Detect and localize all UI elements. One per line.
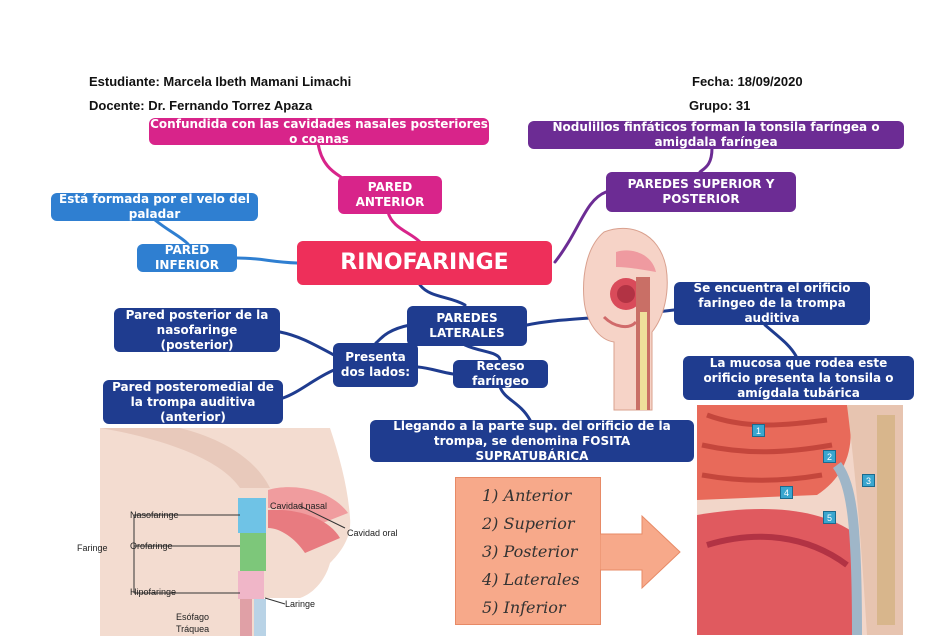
- list-item: 3) Posterior: [482, 542, 578, 561]
- teacher-name: Docente: Dr. Fernando Torrez Apaza: [89, 98, 313, 113]
- head-section-illustration: [583, 227, 668, 411]
- receso-faringeo: Receso faríngeo: [453, 359, 548, 388]
- label-faringe: Faringe: [77, 543, 108, 553]
- mucosa-note: La mucosa que rodea este orificio presen…: [683, 356, 914, 400]
- pared-anterior: PARED ANTERIOR: [338, 176, 442, 214]
- label-hipofaringe: Hipofaringe: [130, 587, 177, 597]
- figure-tag: 5: [823, 511, 836, 524]
- walls-list: 1) Anterior 2) Superior 3) Posterior 4) …: [455, 477, 601, 625]
- label-cavidad-nasal: Cavidad nasal: [270, 501, 328, 511]
- label-esofago: Esófago: [176, 612, 210, 622]
- figure-tag: 2: [823, 450, 836, 463]
- central-topic: RINOFARINGE: [297, 241, 552, 285]
- pared-inferior: PARED INFERIOR: [137, 243, 237, 272]
- anterior-note: Confundida con las cavidades nasales pos…: [149, 116, 489, 146]
- figure-tag: 4: [780, 486, 793, 499]
- sagittal-nasopharynx-figure: [697, 405, 903, 635]
- figure-tag: 3: [862, 474, 875, 487]
- list-item: 2) Superior: [482, 514, 575, 533]
- label-orofaringe: Orofaringe: [130, 541, 173, 551]
- label-traquea: Tráquea: [176, 624, 210, 634]
- label-cavidad-oral: Cavidad oral: [347, 528, 398, 538]
- pared-posterior-lado: Pared posterior de la nasofaringe (poste…: [114, 308, 280, 352]
- list-item: 4) Laterales: [482, 570, 580, 589]
- date: Fecha: 18/09/2020: [692, 74, 803, 89]
- orificio-faringeo-note: Se encuentra el orificio faringeo de la …: [674, 281, 870, 325]
- student-name: Estudiante: Marcela Ibeth Mamani Limachi: [89, 74, 352, 89]
- arrow-right-icon: [600, 514, 681, 590]
- inferior-note: Está formada por el velo del paladar: [51, 192, 258, 221]
- pharynx-regions-figure: [100, 428, 351, 636]
- pared-posteromedial-lado: Pared posteromedial de la trompa auditiv…: [103, 380, 283, 424]
- presenta-dos-lados: Presenta dos lados:: [333, 343, 418, 387]
- paredes-laterales: PAREDES LATERALES: [407, 306, 527, 346]
- receso-note: Llegando a la parte sup. del orificio de…: [370, 419, 694, 463]
- label-laringe: Laringe: [285, 599, 316, 609]
- paredes-superior-posterior: PAREDES SUPERIOR Y POSTERIOR: [606, 172, 796, 212]
- figure-tag: 1: [752, 424, 765, 437]
- label-nasofaringe: Nasofaringe: [130, 510, 179, 520]
- list-item: 5) Inferior: [482, 598, 566, 617]
- list-item: 1) Anterior: [482, 486, 572, 505]
- group: Grupo: 31: [689, 98, 751, 113]
- superior-note: Nodulillos finfáticos forman la tonsila …: [528, 120, 904, 149]
